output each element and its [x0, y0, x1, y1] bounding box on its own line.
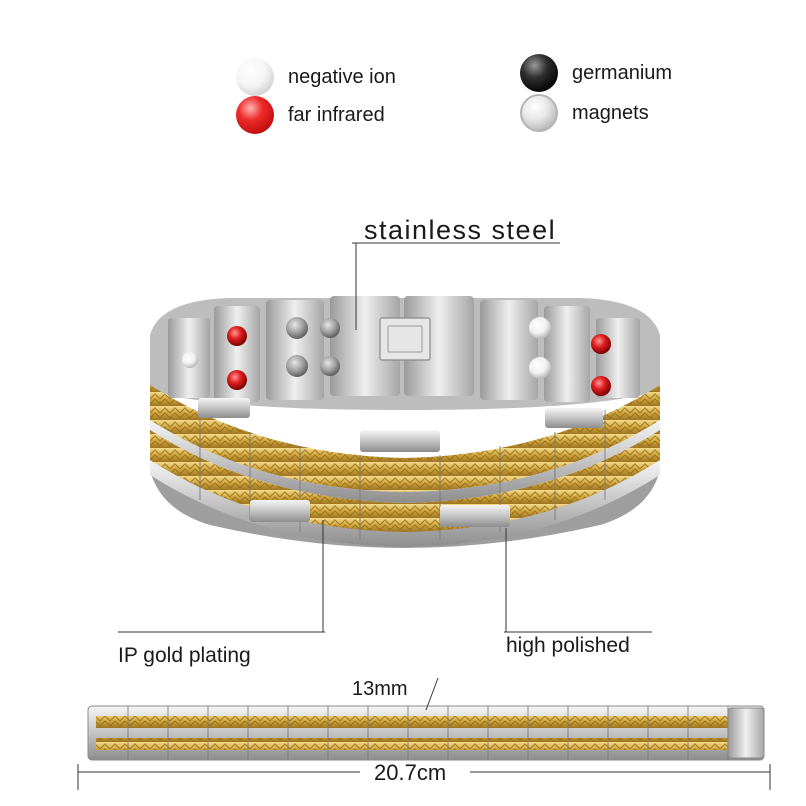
legend-item-magnets: magnets [520, 94, 649, 132]
legend-label: negative ion [288, 65, 396, 88]
white-ball-icon [236, 58, 274, 96]
legend-label: germanium [572, 61, 673, 84]
legend-label: magnets [572, 101, 649, 124]
width-dimension-line [425, 677, 439, 711]
high-polished-label: high polished [506, 634, 630, 657]
bracelet-front-band [150, 385, 660, 548]
legend-item-far-infrared: far infrared [236, 96, 385, 134]
width-label: 13mm [352, 678, 408, 700]
legend-item-negative-ion: negative ion [236, 58, 396, 96]
bracelet-inner-band [150, 296, 660, 410]
legend-label: far infrared [288, 103, 385, 126]
silver-ring-icon [520, 94, 558, 132]
length-label: 20.7cm [374, 760, 447, 785]
red-ball-icon [236, 96, 274, 134]
bracelet-flat-view [87, 705, 765, 761]
stainless-steel-label: stainless steel [364, 215, 557, 245]
black-ball-icon [520, 54, 558, 92]
legend-item-germanium: germanium [520, 54, 672, 92]
ip-gold-plating-label: IP gold plating [118, 644, 251, 667]
